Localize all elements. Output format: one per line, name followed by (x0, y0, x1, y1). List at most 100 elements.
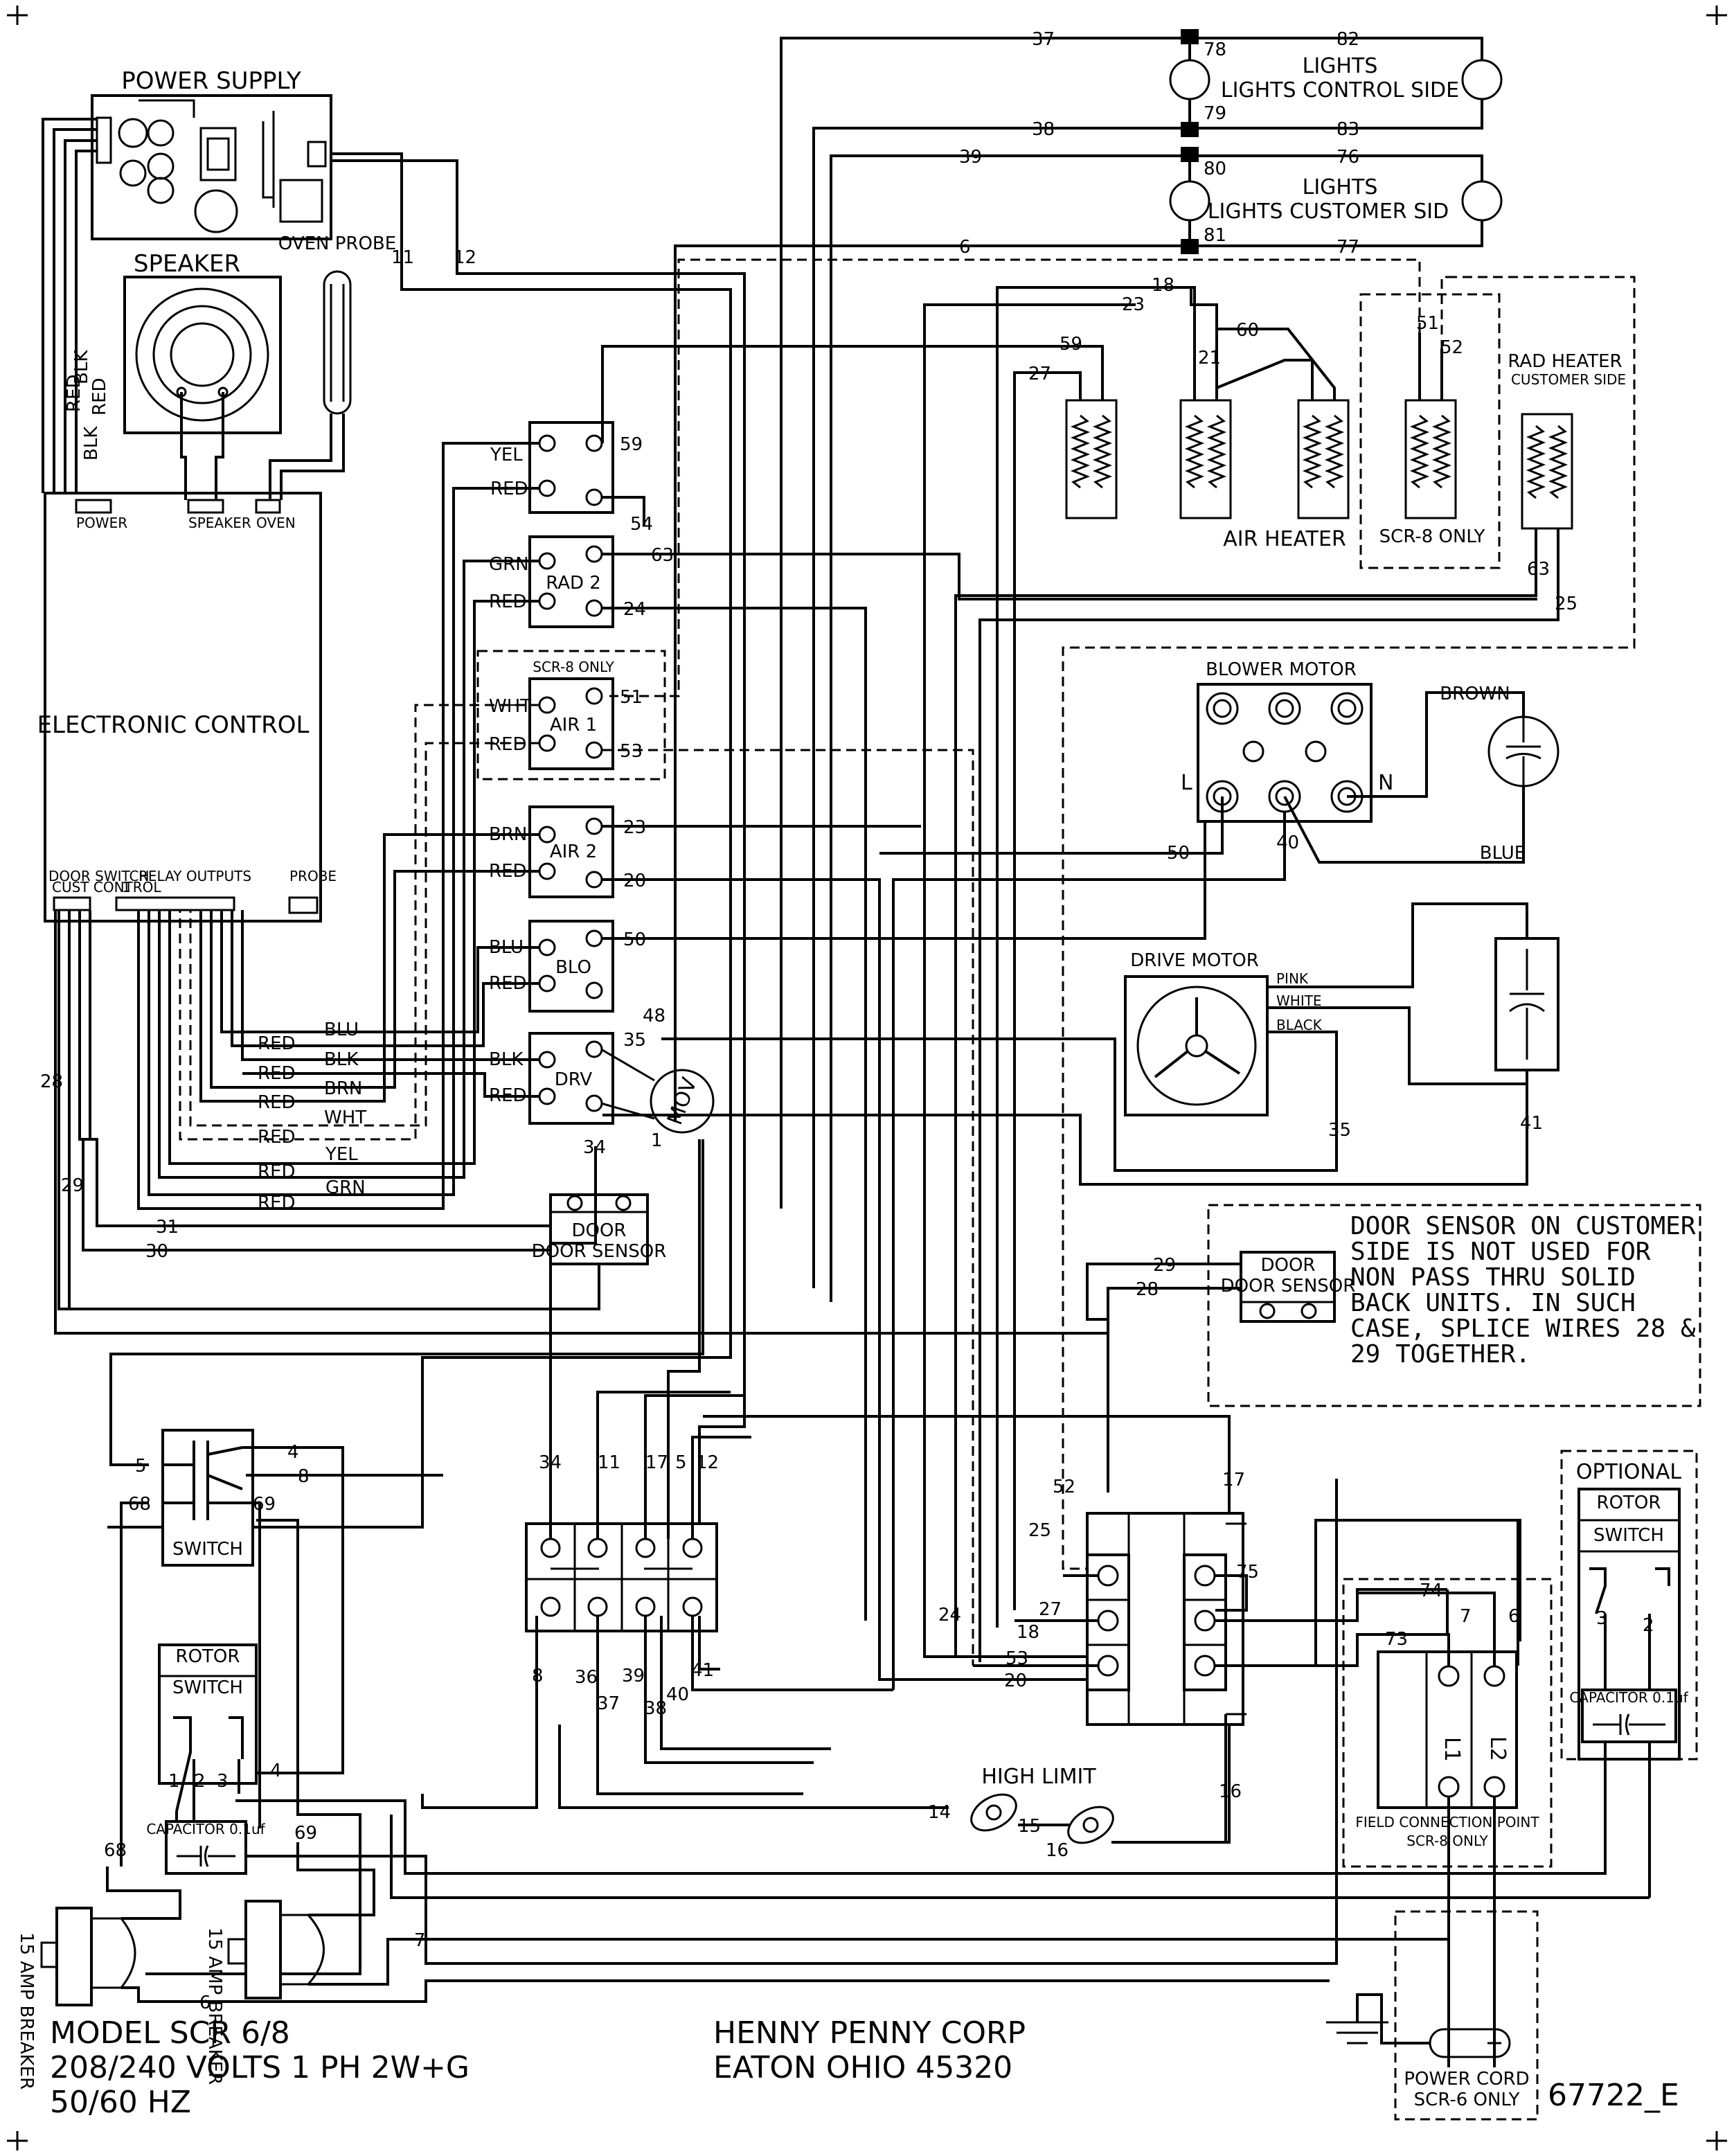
hl-16: 16 (1046, 1840, 1069, 1861)
wire-81: 81 (1204, 225, 1226, 246)
ec-probe: PROBE (289, 868, 337, 884)
harness-red6: RED (258, 1193, 296, 1213)
harness-wht: WHT (324, 1107, 366, 1128)
wire-76: 76 (1337, 147, 1359, 168)
tb-top-12: 12 (696, 1452, 719, 1473)
door-c-29: 29 (1153, 1255, 1176, 1276)
breakers: 15 AMP BREAKER 15 AMP BREAKER 7 6 (16, 1842, 1447, 2090)
terminal-block: 34 11 17 5 12 8 36 39 40 41 37 38 (421, 1139, 893, 1809)
tb-top-11: 11 (598, 1452, 620, 1473)
wire-77: 77 (1337, 237, 1359, 258)
ec-relay-outputs: RELAY OUTPUTS (138, 868, 251, 884)
blower-motor-label: BLOWER MOTOR (1206, 659, 1357, 680)
footer-company: HENNY PENNY CORP (713, 2015, 1026, 2051)
optional-label: OPTIONAL (1576, 1460, 1681, 1484)
wire-23: 23 (1122, 294, 1145, 315)
ps-wire-2: BLK (71, 350, 92, 384)
wire-80: 80 (1204, 159, 1226, 179)
tb-bot-36: 36 (575, 1667, 598, 1688)
footer-hz: 50/60 HZ (50, 2085, 191, 2120)
relay-in-yel: YEL (490, 445, 523, 465)
high-limit-label: HIGH LIMIT (981, 1765, 1096, 1789)
harness-yel: YEL (325, 1144, 358, 1165)
tb-bot-38: 38 (644, 1698, 667, 1719)
rotor-2: 2 (194, 1771, 206, 1792)
wire-41: 41 (1520, 1113, 1543, 1134)
switch-label: SWITCH (172, 1539, 243, 1560)
harness-red5: RED (258, 1161, 296, 1182)
ec-door-switch: DOOR SWITCH (48, 868, 150, 884)
rb-24: 24 (938, 1605, 961, 1625)
blower-L: L (1181, 771, 1192, 795)
tb-bot-40: 40 (666, 1684, 689, 1705)
lights-control-label: LIGHTS (1303, 54, 1378, 78)
switch-68: 68 (128, 1494, 151, 1515)
wire-39: 39 (959, 147, 982, 168)
scr8-only-label: SCR-8 ONLY (1379, 526, 1485, 547)
wire-27: 27 (1028, 364, 1051, 384)
wire-37: 37 (1032, 29, 1055, 50)
power-cord: POWER CORD SCR-6 ONLY (1326, 1910, 1539, 2121)
door-sensor-control: DOOR DOOR SENSOR 28 29 31 30 (40, 910, 666, 1310)
hl-14: 14 (928, 1802, 951, 1823)
lights-control-side: LIGHTS CONTROL SIDE (1221, 78, 1459, 103)
door-wire-30: 30 (145, 1241, 168, 1262)
ec-power: POWER (76, 515, 127, 531)
rb-17: 17 (1222, 1470, 1245, 1490)
relay-out-1: 1 (651, 1130, 663, 1151)
wire-7: 7 (414, 1930, 426, 1951)
power-cord-label: POWER CORD (1404, 2069, 1529, 2090)
rotor-switch: ROTOR SWITCH CAPACITOR 0.1uf 1 2 3 4 68 … (104, 1479, 1338, 1965)
relay-in-wht: WHT (489, 696, 531, 717)
door-c-28: 28 (1136, 1279, 1159, 1300)
opt-3: 3 (1596, 1608, 1608, 1629)
door-sensor-c-1: DOOR (1260, 1255, 1315, 1276)
field-L2: L2 (1485, 1736, 1510, 1761)
power-cord-sub: SCR-6 ONLY (1414, 2090, 1520, 2110)
relay-stack: RAD 2 SCR-8 ONLY AIR 1 AIR 2 BLO DRV (476, 421, 674, 1158)
wire-12: 12 (454, 247, 476, 268)
drive-motor-label: DRIVE MOTOR (1130, 950, 1259, 971)
switch-4: 4 (287, 1442, 299, 1463)
ps-wire-3: RED (89, 377, 110, 416)
ec-speaker: SPEAKER (188, 515, 251, 531)
tb-top-34: 34 (539, 1452, 562, 1473)
tb-top-5: 5 (675, 1452, 687, 1473)
speaker-label: SPEAKER (134, 250, 240, 278)
door-wire-28: 28 (40, 1071, 63, 1092)
ec-top-wiring: RED BLK RED BLK (42, 118, 345, 500)
rb-20: 20 (1004, 1671, 1027, 1691)
wire-78: 78 (1204, 39, 1226, 60)
rad-heater-sub: CUSTOMER SIDE (1511, 371, 1626, 388)
wire-21: 21 (1198, 348, 1221, 368)
oven-probe-label: OVEN PROBE (278, 233, 396, 254)
wire-18: 18 (1152, 275, 1174, 296)
rad-heater-label: RAD HEATER (1508, 351, 1622, 372)
tb-bot-37: 37 (597, 1693, 620, 1714)
oven-probe: OVEN PROBE (278, 233, 396, 415)
wire-35: 35 (1328, 1120, 1351, 1141)
rb-73: 73 (1385, 1629, 1408, 1650)
rb-52: 52 (1053, 1477, 1075, 1497)
switch-69: 69 (253, 1494, 276, 1515)
rb-27: 27 (1039, 1599, 1062, 1620)
rotor-3: 3 (217, 1771, 229, 1792)
relay-in-red3: RED (489, 734, 527, 755)
drive-black: BLACK (1276, 1017, 1323, 1033)
ps-wire-1: RED (64, 374, 84, 412)
tb-bot-39: 39 (622, 1666, 645, 1686)
note-text: DOOR SENSOR ON CUSTOMER SIDE IS NOT USED… (1350, 1213, 1696, 1369)
relay-output-wiring (602, 496, 1537, 1681)
rb-25: 25 (1028, 1520, 1051, 1541)
wire-68-b: 68 (104, 1840, 127, 1861)
rotor-1: 1 (168, 1771, 180, 1792)
door-wire-29: 29 (61, 1175, 84, 1196)
wire-6-b: 6 (199, 1993, 211, 2013)
wire-59: 59 (1060, 334, 1082, 355)
footer: MODEL SCR 6/8 208/240 VOLTS 1 PH 2W+G 50… (50, 2015, 1679, 2120)
door-sensor-label: DOOR (571, 1220, 626, 1241)
drive-pink: PINK (1276, 970, 1309, 987)
wire-51: 51 (1416, 313, 1439, 334)
wire-63: 63 (1527, 559, 1550, 580)
relay-out-48: 48 (643, 1006, 665, 1026)
